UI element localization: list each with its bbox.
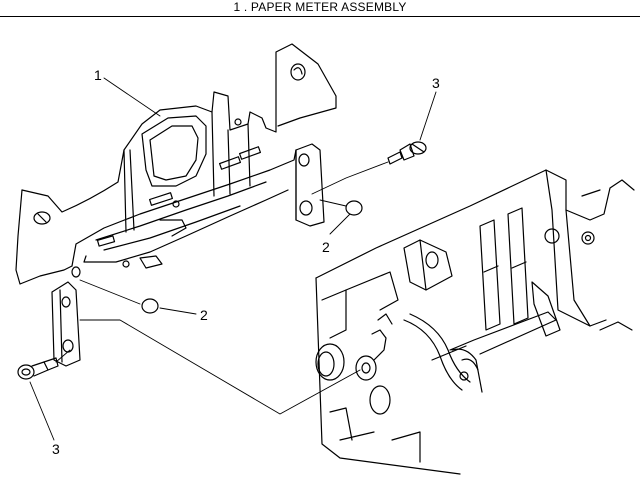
paper-meter-bracket	[15, 43, 337, 367]
screw-lower	[17, 357, 59, 380]
callout-1: 1	[94, 67, 102, 83]
leader-lines	[29, 77, 437, 441]
bushing-lower	[141, 298, 159, 314]
screw-upper	[387, 141, 427, 165]
callout-2-lower: 2	[200, 307, 208, 323]
title-bar: 1 . PAPER METER ASSEMBLY	[0, 0, 640, 17]
callout-3-upper: 3	[432, 75, 440, 91]
bushing-upper	[345, 200, 363, 216]
chassis-frame	[315, 169, 635, 475]
callout-3-lower: 3	[52, 441, 60, 457]
callout-2-upper: 2	[322, 239, 330, 255]
page-title: 1 . PAPER METER ASSEMBLY	[233, 0, 407, 14]
